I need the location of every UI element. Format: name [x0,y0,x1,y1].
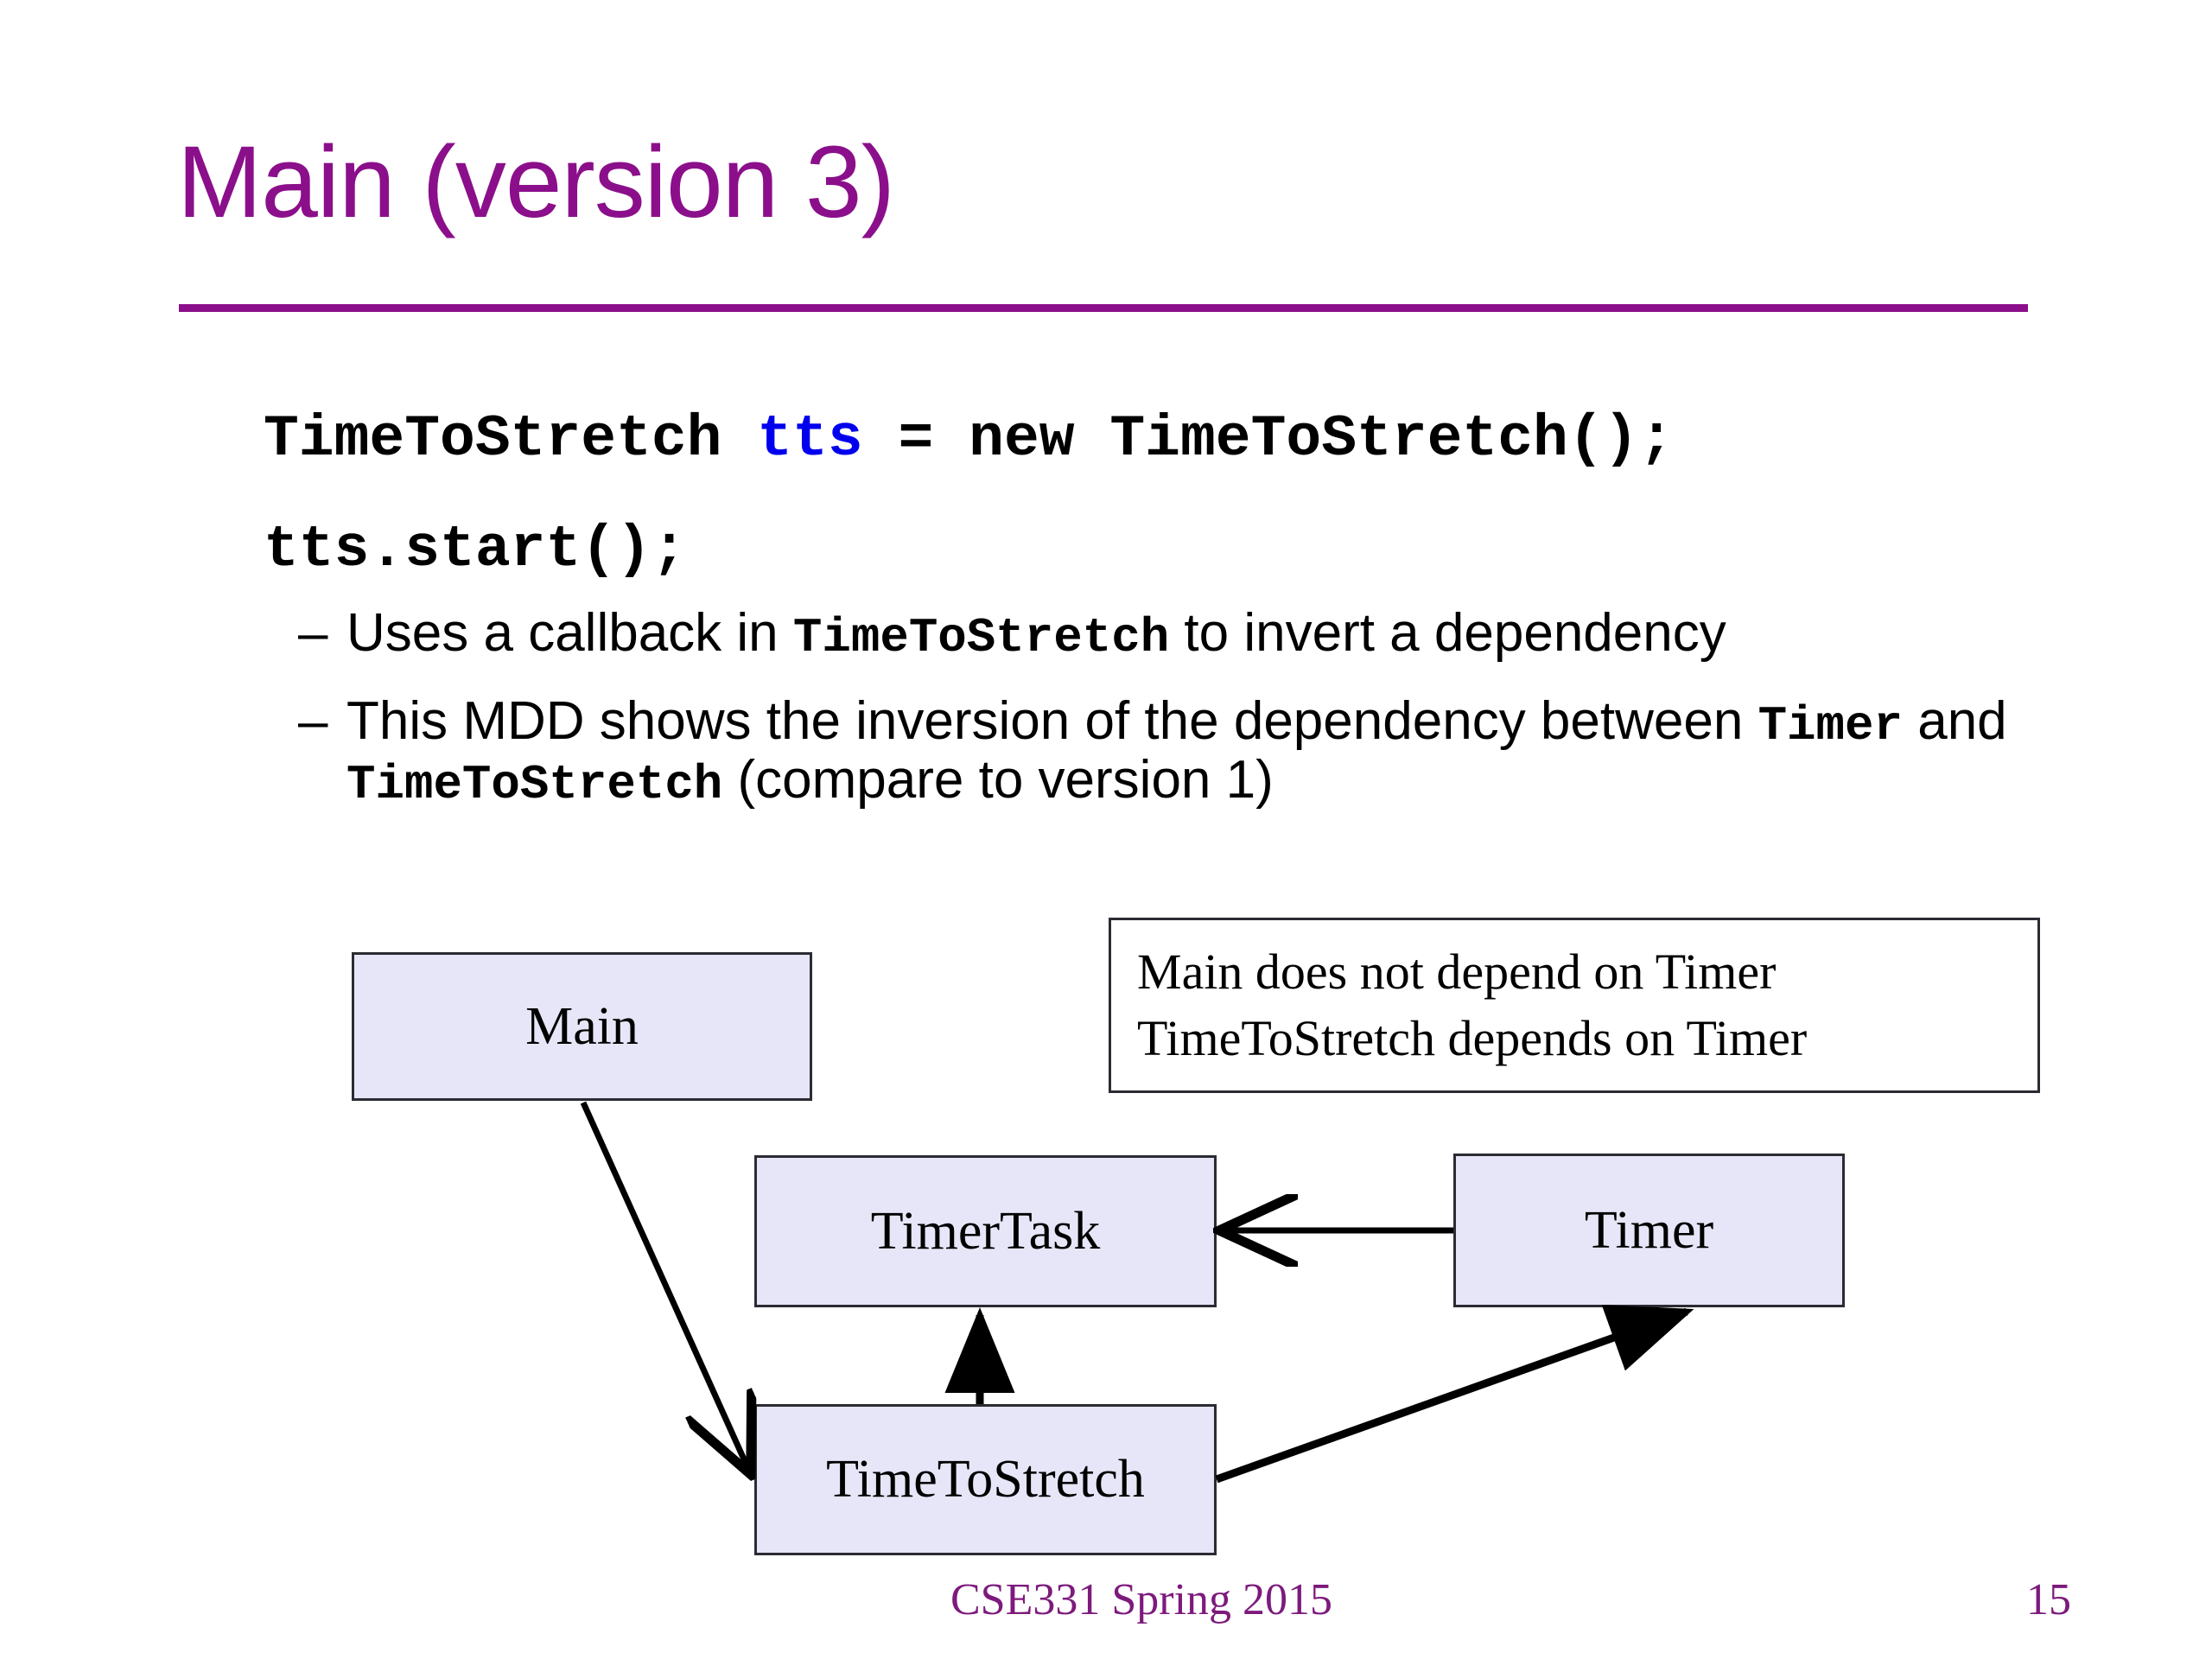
title-divider [179,304,2028,312]
footer-course-label: CSE331 Spring 2015 [950,1575,1333,1624]
diagram-node-main[interactable]: Main [352,952,812,1101]
bullet-segment: and [1902,691,2007,751]
code-type-token: TimeToStretch [264,406,758,473]
edge-timetostretch-to-timer [1215,1305,1694,1484]
footer-page-number: 15 [2026,1575,2071,1624]
diagram-node-label: TimeToStretch [826,1450,1145,1509]
page-title: Main (version 3) [177,125,895,239]
bullet-segment: Uses a callback in [346,603,793,663]
bullet-item: – Uses a callback in TimeToStretch to in… [298,605,2078,664]
diagram-node-label: Timer [1584,1200,1714,1260]
bullet-code-token: Timer [1758,699,1903,753]
diagram-node-timer[interactable]: Timer [1453,1154,1845,1307]
bullet-code-token: TimeToStretch [346,758,723,813]
diagram-node-label: TimerTask [870,1201,1101,1261]
bullet-item: – This MDD shows the inversion of the de… [298,691,2035,813]
diagram-node-label: Main [525,996,639,1056]
bullet-segment: to invert a dependency [1169,603,1726,663]
diagram-node-timetostretch[interactable]: TimeToStretch [754,1404,1217,1555]
code-assignment-token: = new TimeToStretch(); [862,406,1675,473]
bullet-segment: (compare to version 1) [722,750,1274,810]
bullet-dash-icon: – [298,691,328,751]
bullet-segment: This MDD shows the inversion of the depe… [346,691,1758,751]
bullet-text: Uses a callback in TimeToStretch to inve… [346,605,2078,664]
bullet-dash-icon: – [298,603,328,663]
diagram-node-timertask[interactable]: TimerTask [754,1155,1217,1307]
note-line-2: TimeToStretch depends on Timer [1137,1009,1808,1066]
code-variable-token: tts [757,406,863,473]
note-line-1: Main does not depend on Timer [1137,943,1777,1000]
code-line-declaration: TimeToStretch tts = new TimeToStretch(); [264,406,1674,473]
bullet-text: This MDD shows the inversion of the depe… [346,691,2035,813]
code-line-start-call: tts.start(); [264,517,687,583]
diagram-note-box: Main does not depend on Timer TimeToStre… [1109,918,2040,1093]
bullet-code-token: TimeToStretch [792,611,1170,665]
edge-main-to-timetostretch [580,1101,748,1469]
